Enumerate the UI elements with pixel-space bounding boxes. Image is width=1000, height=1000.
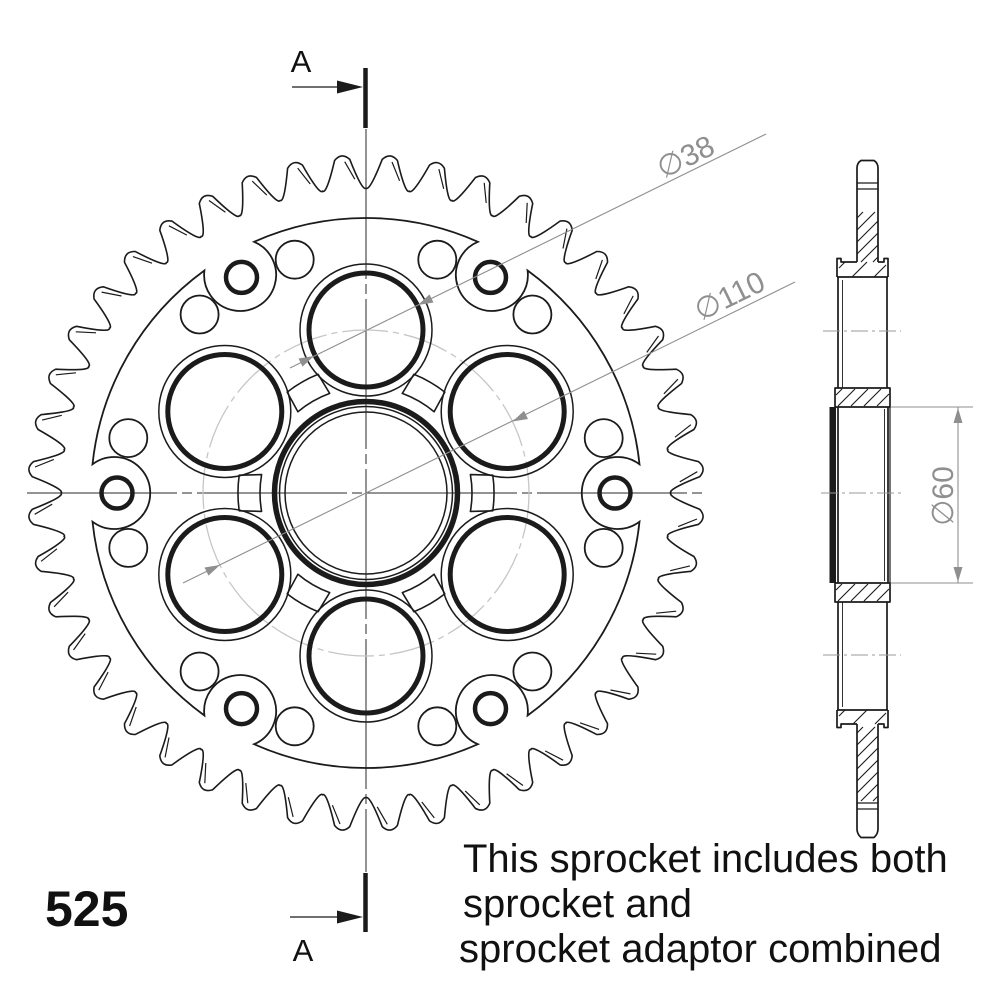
hub-hole-counterbore-ring (440, 507, 574, 642)
note-block: This sprocket includes both sprocket and… (459, 837, 948, 971)
dim-60-arrowhead-icon (953, 567, 963, 582)
center-bore-middle-ring (278, 405, 454, 581)
web-slot-cutout (469, 473, 495, 513)
front-view (27, 129, 706, 872)
dim-110-leader-line (182, 281, 796, 584)
section-marker-bottom: A (290, 873, 368, 968)
section-arrowhead-icon (337, 910, 363, 924)
section-marker-top: A (291, 44, 368, 128)
note-line-1: This sprocket includes both (463, 837, 948, 881)
dim-60-arrowhead-icon (953, 408, 963, 423)
side-lower-plate (837, 602, 888, 710)
adaptor-medium-hole (108, 528, 149, 568)
dim-38-leader-line (289, 133, 767, 369)
adaptor-medium-hole (274, 239, 315, 280)
side-lower-flange (836, 709, 889, 729)
dim-110-arrowhead-icon (204, 565, 220, 576)
adaptor-small-hole (472, 259, 509, 296)
section-label-bottom: A (293, 933, 314, 968)
note-line-3: sprocket adaptor combined (459, 927, 942, 971)
adaptor-medium-hole (417, 706, 458, 747)
adaptor-medium-hole (179, 651, 220, 692)
side-upper-plate (837, 277, 888, 388)
dim-label-bolt-circle: ∅110 (689, 265, 770, 327)
note-line-2: sprocket and (463, 882, 692, 926)
adaptor-medium-hole (512, 294, 553, 335)
sprocket-teeth-outline (28, 155, 704, 831)
web-slot-cutout (401, 573, 446, 613)
dim-110-arrowhead-icon (512, 410, 528, 422)
adaptor-medium-hole (417, 239, 458, 280)
section-hatching (835, 211, 890, 802)
dim-label-hole-diameter: ∅38 (652, 130, 720, 186)
dim-60-extension-lines (891, 406, 973, 584)
hub-bolt-hole (306, 270, 426, 390)
hub-bolt-hole (306, 596, 426, 716)
adaptor-medium-hole (108, 418, 149, 459)
side-tooth-tip-band-lines (857, 182, 878, 190)
web-slot-cutout (286, 373, 331, 413)
web-slot-cutout (286, 573, 331, 613)
adaptor-medium-hole (512, 651, 553, 692)
hub-hole-counterbore-ring (299, 263, 433, 397)
hub-hole-counterbore-ring (158, 507, 292, 642)
adaptor-medium-hole (583, 418, 624, 459)
section-arrowhead-icon (337, 80, 363, 94)
side-tooth-top-outline (856, 159, 879, 262)
section-label-top: A (291, 44, 312, 79)
side-upper-flange (836, 257, 889, 278)
bolt-circle-centerline (202, 329, 530, 657)
side-step-block-lower (834, 582, 891, 603)
adaptor-small-hole (99, 475, 135, 511)
dim-label-center-bore: ∅60 (927, 466, 960, 526)
dimension-graphics (182, 133, 973, 584)
hub-hole-counterbore-ring (158, 344, 292, 479)
hub-bolt-hole (447, 515, 567, 634)
side-centerlines-dashdot (821, 330, 903, 656)
dim-38-arrowhead-icon (298, 356, 314, 367)
hub-bolt-hole (165, 515, 285, 634)
side-tooth-bottom-outline (856, 724, 879, 839)
side-boss-black-edge-band (829, 407, 836, 583)
adaptor-small-hole (223, 690, 260, 727)
adaptor-small-hole (223, 259, 260, 296)
side-boss-outline (837, 407, 889, 583)
chain-size-label: 525 (45, 881, 128, 937)
web-slot-cutout (401, 373, 446, 413)
adaptor-medium-hole (274, 706, 315, 747)
side-tooth-tip-band-lines (857, 802, 878, 810)
hub-bolt-hole (165, 352, 285, 471)
dim-38-arrowhead-icon (418, 294, 434, 305)
side-view (821, 159, 903, 839)
adaptor-small-hole (472, 690, 509, 727)
adaptor-medium-hole (583, 528, 624, 568)
adaptor-medium-hole (179, 294, 220, 335)
adaptor-small-hole (597, 475, 633, 511)
tooth-tip-chamfer-marks (34, 161, 698, 825)
hub-hole-counterbore-ring (299, 589, 433, 723)
side-step-block-upper (834, 387, 891, 408)
hub-hole-counterbore-ring (440, 344, 574, 479)
hub-bolt-hole (447, 352, 567, 471)
center-bore-outer-ring (271, 398, 461, 588)
web-slot-cutout (237, 473, 263, 513)
center-bore-inner-ring (284, 411, 448, 575)
adaptor-plate-contour (91, 217, 641, 769)
